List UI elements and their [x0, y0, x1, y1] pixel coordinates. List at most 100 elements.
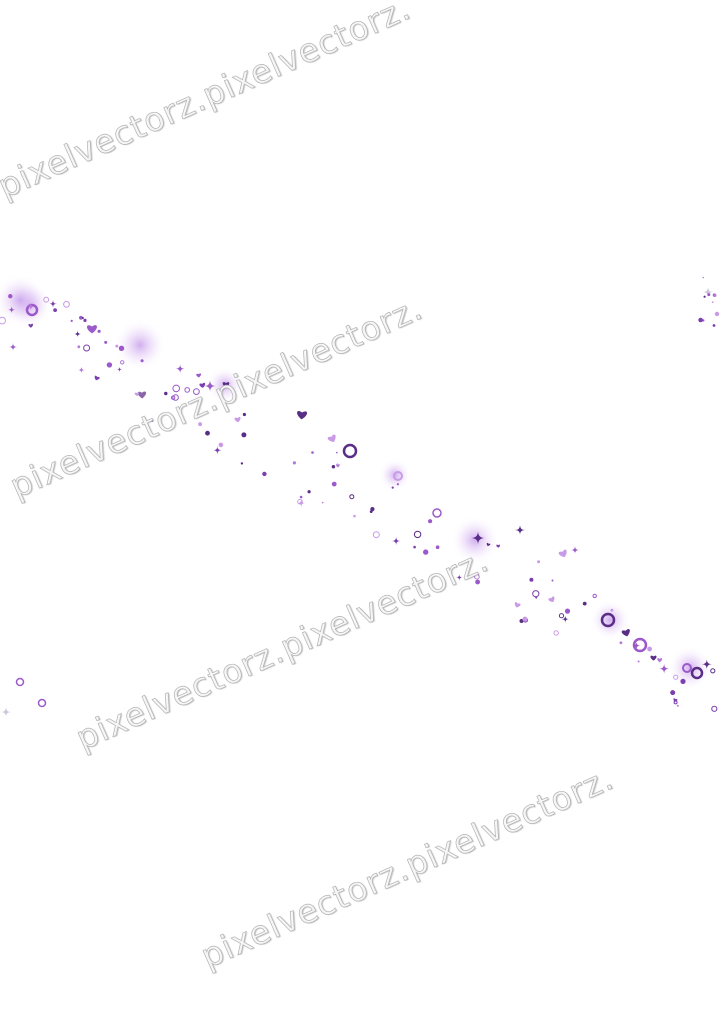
particle-layer	[0, 276, 720, 717]
dot-icon	[104, 340, 108, 344]
heart-icon	[28, 323, 34, 328]
dot-icon	[331, 465, 336, 469]
dot-icon	[702, 276, 704, 279]
dot-icon	[703, 295, 706, 298]
dot-icon	[564, 608, 571, 614]
dot-icon	[81, 317, 84, 319]
sparkle-icon	[561, 615, 569, 623]
dot-icon	[97, 329, 101, 333]
ring-icon	[393, 471, 403, 481]
ring-icon	[43, 296, 50, 303]
dot-icon	[582, 601, 587, 606]
sparkle-icon	[116, 366, 123, 373]
dot-icon	[370, 507, 375, 512]
dot-icon	[698, 317, 703, 323]
dot-icon	[680, 678, 686, 685]
ring-icon	[682, 663, 692, 673]
ring-icon	[63, 300, 70, 308]
dot-icon	[712, 324, 716, 327]
dot-icon	[164, 391, 168, 396]
dot-icon	[205, 430, 210, 436]
dot-icon	[307, 490, 311, 494]
sparkle-icon	[471, 531, 485, 545]
ring-icon	[432, 508, 442, 518]
dot-icon	[241, 432, 247, 438]
dot-icon	[299, 495, 303, 499]
heart-icon	[137, 391, 147, 399]
ring-icon	[553, 630, 559, 636]
dot-icon	[53, 308, 57, 312]
dot-icon	[83, 318, 87, 322]
heart-icon	[558, 549, 567, 558]
heart-icon	[134, 392, 140, 397]
ring-icon	[673, 674, 679, 680]
ring-icon	[413, 530, 422, 539]
sparkle-icon	[175, 364, 185, 374]
dot-icon	[713, 293, 717, 297]
dot-icon	[610, 608, 614, 612]
ring-icon	[690, 666, 704, 680]
heart-icon	[335, 464, 340, 468]
ring-icon	[474, 573, 480, 580]
dot-icon	[140, 359, 144, 363]
ring-icon	[37, 698, 47, 708]
ring-icon	[120, 360, 125, 365]
dot-icon	[336, 451, 338, 454]
heart-icon	[621, 628, 630, 637]
ring-icon	[83, 344, 91, 352]
sparkle-icon	[391, 536, 401, 546]
dot-icon	[115, 344, 119, 348]
heart-icon	[87, 325, 97, 334]
dot-icon	[475, 579, 480, 585]
sparkle-icon	[659, 663, 670, 674]
sparkle-icon	[49, 299, 57, 308]
heart-icon	[327, 434, 336, 443]
heart-icon	[514, 602, 521, 608]
dot-icon	[240, 462, 244, 465]
heart-icon	[234, 417, 241, 423]
ring-icon	[15, 677, 25, 687]
heart-icon	[650, 655, 657, 661]
ring-icon	[592, 593, 597, 599]
heart-icon	[657, 658, 663, 663]
glow-blob	[451, 516, 499, 564]
dot-icon	[529, 577, 534, 582]
dot-icon	[537, 560, 541, 564]
dot-icon	[670, 690, 676, 696]
sparkle-icon	[632, 641, 641, 650]
ring-icon	[711, 705, 718, 712]
dot-icon	[292, 461, 296, 465]
ring-icon	[600, 612, 616, 628]
ring-icon	[184, 387, 190, 393]
ring-icon	[25, 303, 39, 317]
dot-icon	[519, 619, 524, 623]
dot-icon	[551, 579, 554, 582]
ring-icon	[172, 384, 180, 393]
glow-blob	[0, 274, 46, 326]
dot-icon	[77, 345, 81, 349]
sparkle-icon	[703, 287, 713, 297]
ring-icon	[172, 394, 179, 401]
dot-icon	[522, 616, 528, 622]
dot-icon	[70, 319, 73, 322]
ring-icon	[297, 498, 303, 505]
dot-icon	[619, 641, 623, 645]
dot-icon	[198, 422, 203, 427]
ring-icon	[349, 494, 355, 500]
dot-icon	[423, 549, 429, 555]
sparkle-icon	[515, 525, 525, 535]
sparkle-icon	[701, 659, 712, 670]
dot-icon	[353, 514, 356, 518]
sparkle-icon	[297, 499, 305, 507]
dot-icon	[150, 419, 154, 422]
sparkle-icon	[7, 306, 16, 314]
sparkle-icon	[456, 574, 463, 581]
glow-layer	[0, 274, 712, 690]
dot-icon	[396, 483, 399, 486]
heart-icon	[486, 542, 491, 547]
dot-icon	[714, 311, 720, 317]
sparkle-icon	[213, 446, 222, 455]
heart-icon	[673, 698, 678, 702]
sparkle-icon	[571, 546, 579, 554]
